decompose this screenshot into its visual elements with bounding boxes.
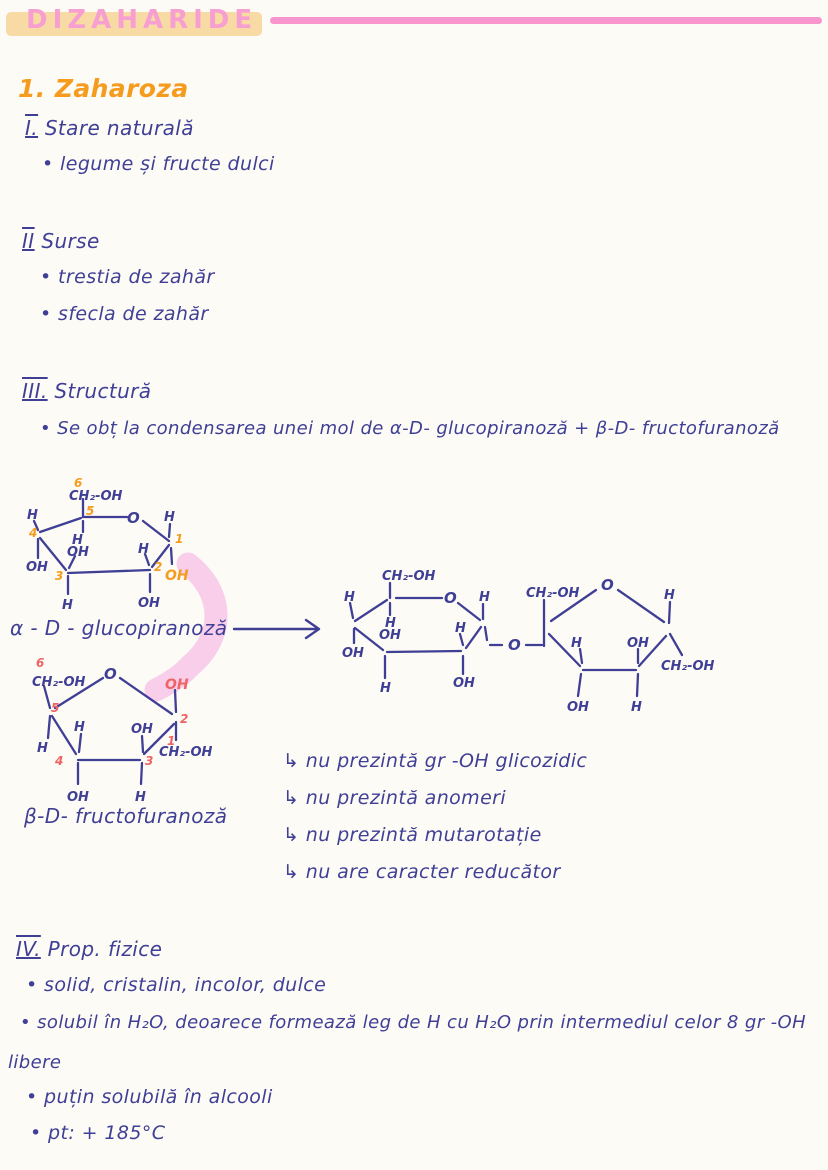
carbon-number: 5 (51, 701, 59, 715)
note-line: ↳ nu prezintă anomeri (283, 787, 507, 809)
section-title: Prop. fizice (47, 937, 163, 961)
atom-label: CH₂-OH (526, 586, 580, 601)
atom-label: CH₂-OH (661, 659, 715, 674)
atom-label: OH (342, 646, 364, 661)
ring-oxygen-label: O (444, 589, 457, 607)
section-title: Surse (41, 229, 100, 253)
atom-label: CH₂-OH (69, 489, 123, 504)
bullet-line: • Se obț la condensarea unei mol de α-D-… (40, 418, 780, 439)
bullet-line-continuation: libere (8, 1052, 62, 1073)
atom-label: OH (379, 628, 401, 643)
atom-label: H (479, 590, 490, 605)
atom-label: H (135, 790, 146, 805)
atom-label: H (385, 616, 396, 631)
atom-label: H (74, 720, 85, 735)
atom-label: H (380, 681, 391, 696)
carbon-number: 6 (74, 476, 82, 490)
atom-label: CH₂-OH (159, 745, 213, 760)
fructose-name-label: β-D- fructofuranoză (24, 804, 228, 828)
atom-label: H (631, 700, 642, 715)
carbon-number: 3 (145, 754, 153, 768)
atom-label: H (138, 542, 149, 557)
carbon-number: 4 (28, 526, 37, 540)
atom-label: OH (67, 545, 89, 560)
highlighter-stroke (144, 552, 228, 702)
ring-oxygen-label: O (104, 665, 117, 683)
page-title: DIZAHARIDE (26, 5, 258, 35)
topic-name: Zaharoza (54, 74, 189, 103)
section-title: Stare naturală (44, 116, 194, 140)
glycosidic-bridge-oxygen-label: O (508, 636, 521, 654)
bullet-line: • pt: + 185°C (30, 1122, 166, 1144)
bullet-line: • sfecla de zahăr (40, 303, 209, 325)
atom-label: OH (567, 700, 589, 715)
atom-label: CH₂-OH (382, 569, 436, 584)
topic-heading: 1. Zaharoza (18, 74, 189, 103)
glycosidic-oh-label: OH (165, 568, 189, 584)
atom-label: H (37, 741, 48, 756)
topic-number: 1. (18, 74, 46, 103)
atom-label: OH (138, 596, 160, 611)
section-title: Structură (54, 379, 152, 403)
ring-oxygen-label: O (127, 509, 140, 527)
title-divider-line (270, 17, 822, 24)
roman-numeral: IV. (16, 937, 41, 961)
atom-label: CH₂-OH (32, 675, 86, 690)
glycosidic-oh-label: OH (165, 677, 189, 693)
carbon-number: 2 (154, 560, 162, 574)
ring-oxygen-label: O (601, 576, 614, 594)
roman-numeral: III. (22, 379, 48, 403)
atom-label: H (164, 510, 175, 525)
reaction-arrow-icon (232, 618, 321, 640)
section-heading-sources: II Surse (22, 229, 100, 253)
carbon-number: 2 (180, 712, 188, 726)
atom-label: OH (453, 676, 475, 691)
bullet-line: • solubil în H₂O, deoarece formează leg … (20, 1012, 807, 1033)
note-line: ↳ nu prezintă mutarotație (283, 824, 542, 846)
sucrose-structure: CH₂-OH H O H H OH H OH H OH O CH₂-OH O H… (342, 569, 715, 715)
carbon-number: 1 (167, 734, 175, 748)
bullet-line: • legume și fructe dulci (42, 153, 275, 175)
fructose-structure: 6 CH₂-OH O OH 5 2 H OH 1 CH₂-OH H 4 3 OH… (32, 656, 213, 805)
atom-label: H (455, 621, 466, 636)
roman-numeral: I. (25, 116, 39, 140)
carbon-number: 3 (55, 569, 63, 583)
note-line: ↳ nu prezintă gr -OH glicozidic (283, 750, 588, 772)
atom-label: H (664, 588, 675, 603)
carbon-number: 6 (36, 656, 44, 670)
atom-label: OH (67, 790, 89, 805)
section-heading-natural-state: I. Stare naturală (25, 116, 194, 140)
atom-label: H (571, 636, 582, 651)
atom-label: H (27, 508, 38, 523)
atom-label: OH (26, 560, 48, 575)
glucose-name-label: α - D - glucopiranoză (10, 616, 228, 640)
section-heading-physical: IV. Prop. fizice (16, 937, 162, 961)
bullet-line: • trestia de zahăr (40, 266, 215, 288)
note-line: ↳ nu are caracter reducător (283, 861, 561, 883)
bullet-line: • solid, cristalin, incolor, dulce (26, 974, 327, 996)
carbon-number: 5 (86, 504, 94, 518)
atom-label: OH (627, 636, 649, 651)
atom-label: H (72, 533, 83, 548)
section-heading-structure: III. Structură (22, 379, 151, 403)
glucose-structure: 6 CH₂-OH 5 O H H 4 H OH H 1 OH 3 2 OH H … (26, 476, 189, 613)
bullet-line: • puțin solubilă în alcooli (26, 1086, 273, 1108)
title-highlight-bar (6, 12, 262, 36)
atom-label: OH (131, 722, 153, 737)
atom-label: H (344, 590, 355, 605)
carbon-number: 4 (54, 754, 63, 768)
atom-label: H (62, 598, 73, 613)
carbon-number: 1 (175, 532, 183, 546)
roman-numeral: II (22, 229, 35, 253)
